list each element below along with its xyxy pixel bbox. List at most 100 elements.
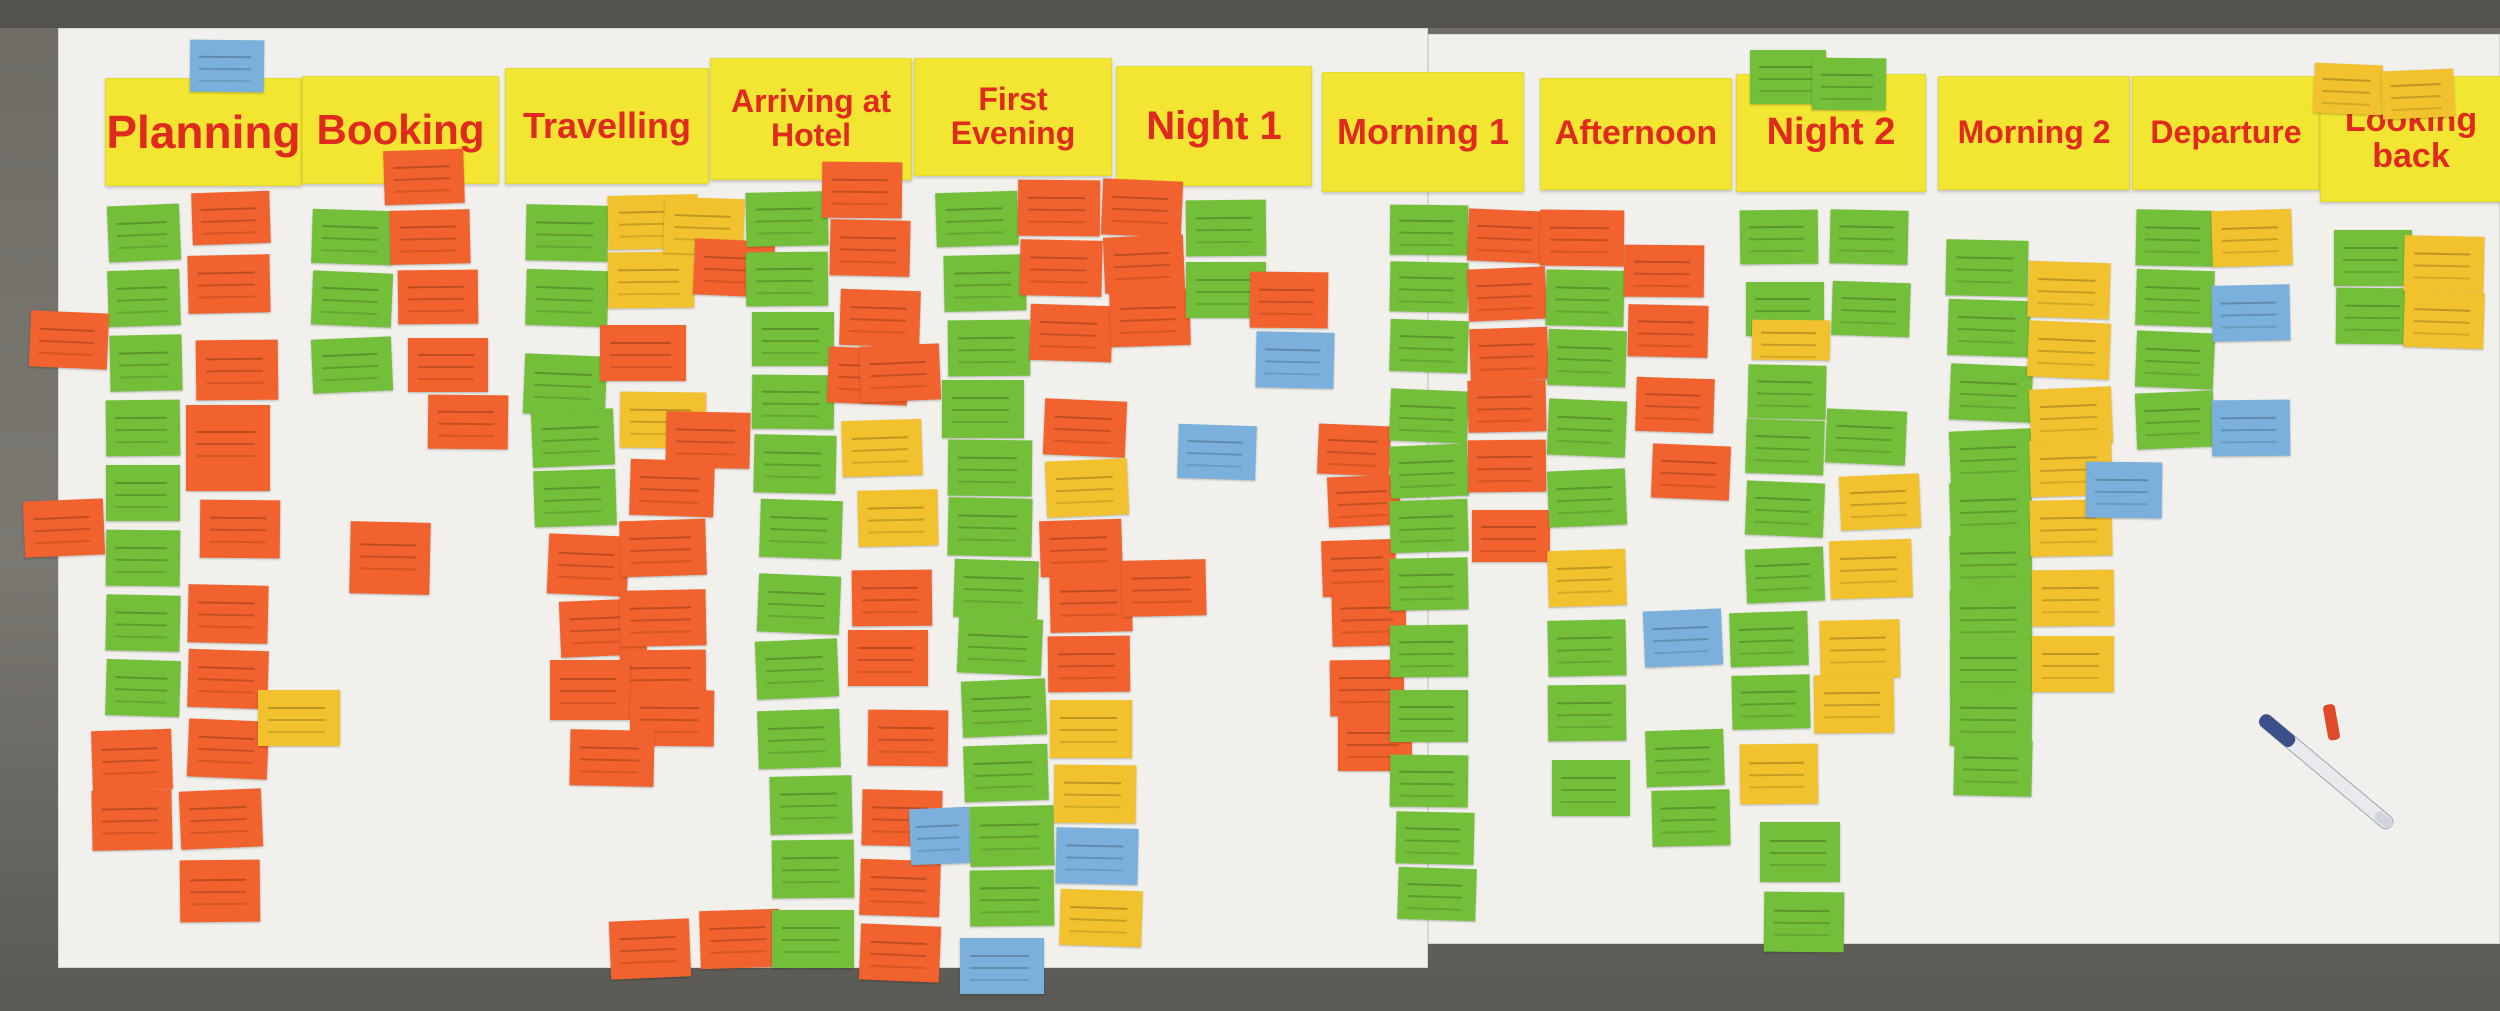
sticky-note	[195, 339, 279, 401]
sticky-note	[857, 489, 939, 547]
sticky-note	[1321, 538, 1397, 598]
sticky-note	[310, 270, 394, 328]
sticky-note	[427, 394, 509, 450]
sticky-note	[1552, 760, 1630, 816]
sticky-note	[408, 338, 488, 392]
header-night-1: Night 1	[1116, 66, 1312, 186]
sticky-note	[1545, 269, 1625, 327]
sticky-note	[1388, 388, 1470, 444]
sticky-note	[848, 630, 928, 686]
sticky-note	[1053, 764, 1137, 824]
sticky-note	[1389, 754, 1469, 808]
sticky-note	[1627, 304, 1709, 358]
sticky-note	[1389, 204, 1469, 256]
sticky-note	[1950, 640, 2032, 696]
sticky-note	[1395, 811, 1475, 865]
sticky-note	[1948, 428, 2034, 488]
sticky-note	[600, 325, 686, 381]
sticky-note	[1731, 674, 1811, 730]
sticky-note	[942, 380, 1024, 438]
sticky-note	[947, 319, 1031, 377]
sticky-note	[187, 648, 269, 710]
sticky-note	[947, 439, 1033, 497]
sticky-note	[2312, 62, 2384, 116]
sticky-note	[1546, 398, 1628, 458]
sticky-note	[1744, 546, 1826, 604]
sticky-note	[187, 254, 271, 314]
sticky-note	[858, 923, 942, 983]
sticky-note	[759, 498, 843, 560]
sticky-note	[859, 858, 941, 918]
sticky-note	[2135, 209, 2215, 267]
sticky-note	[1044, 458, 1130, 518]
sticky-note	[1109, 288, 1191, 348]
sticky-note	[1255, 331, 1335, 389]
sticky-note	[1819, 619, 1901, 679]
sticky-note	[1829, 209, 1909, 265]
sticky-note	[179, 859, 261, 923]
sticky-note	[105, 529, 181, 587]
sticky-note	[178, 788, 264, 850]
sticky-note	[619, 518, 707, 578]
sticky-note	[829, 219, 911, 277]
sticky-note	[851, 569, 933, 627]
sticky-note	[858, 343, 942, 403]
sticky-note	[569, 729, 655, 787]
sticky-note	[956, 616, 1044, 676]
sticky-note	[525, 268, 609, 328]
sticky-note	[311, 208, 393, 266]
sticky-note	[1539, 209, 1625, 267]
sticky-note	[769, 775, 853, 835]
sticky-note	[1390, 690, 1468, 742]
sticky-note	[756, 573, 842, 635]
pen	[2258, 714, 2394, 830]
sticky-note	[772, 910, 854, 968]
header-afternoon: Afternoon	[1540, 78, 1732, 190]
sticky-note	[2027, 260, 2111, 320]
sticky-note	[953, 558, 1039, 620]
sticky-note	[752, 312, 834, 366]
sticky-note	[109, 334, 183, 392]
sticky-note	[754, 638, 840, 700]
sticky-note	[1547, 684, 1627, 742]
sticky-note	[1547, 548, 1627, 608]
floor-seam	[0, 0, 2500, 28]
sticky-note	[191, 190, 271, 246]
sticky-note	[1729, 610, 1809, 668]
sticky-note	[1466, 208, 1548, 264]
sticky-note	[2381, 68, 2455, 120]
pen-cap	[2323, 704, 2340, 741]
sticky-note	[943, 254, 1027, 312]
sticky-note	[1050, 700, 1132, 758]
sticky-note	[1472, 510, 1550, 562]
sticky-note	[1739, 743, 1819, 805]
sticky-note	[1316, 423, 1392, 477]
sticky-note	[1102, 234, 1186, 294]
sticky-note	[2211, 208, 2293, 268]
sticky-note	[91, 789, 173, 851]
sticky-note	[1389, 498, 1469, 554]
sticky-note	[105, 594, 181, 652]
sticky-note	[1397, 866, 1477, 922]
sticky-note	[525, 204, 609, 262]
sticky-note	[1467, 379, 1547, 433]
sticky-note	[757, 708, 841, 770]
sticky-note	[258, 690, 340, 746]
sticky-note	[1949, 534, 2033, 592]
sticky-note	[397, 269, 479, 325]
sticky-note	[186, 718, 270, 780]
sticky-note	[1645, 728, 1725, 788]
sticky-note	[2031, 569, 2115, 627]
sticky-note	[1467, 439, 1547, 493]
sticky-note	[2211, 284, 2291, 342]
sticky-note	[1546, 468, 1628, 528]
header-first-evening: First Evening	[914, 58, 1112, 176]
sticky-note	[199, 499, 281, 559]
sticky-note	[107, 268, 181, 328]
sticky-note	[745, 251, 829, 307]
sticky-note	[1949, 480, 2033, 540]
sticky-note	[1389, 318, 1469, 374]
sticky-note	[22, 498, 106, 558]
sticky-note	[867, 709, 949, 767]
